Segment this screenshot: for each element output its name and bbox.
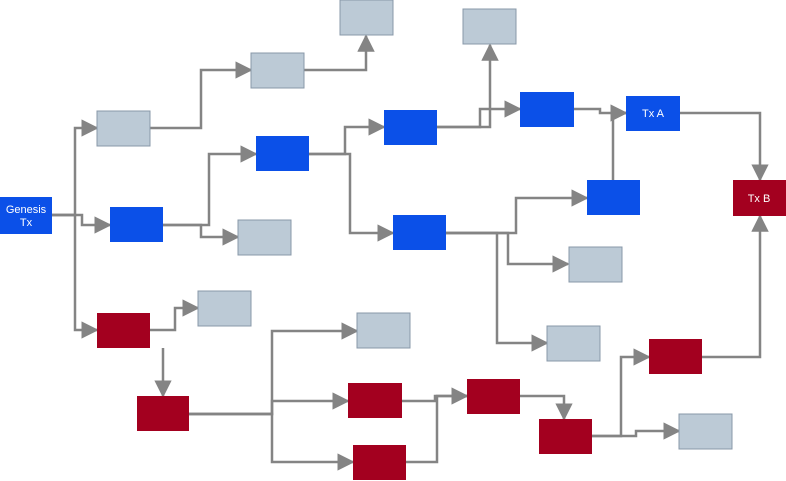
edge [702,214,769,359]
edge [163,223,240,246]
gray-node [197,290,252,327]
tx-a-node [626,96,680,131]
edge [592,422,681,440]
blue-node [384,110,437,145]
edge [309,118,386,156]
edge [52,213,112,234]
edge [446,231,570,273]
genesis-label-line-2: Tx [20,217,33,229]
gray-node [250,52,305,89]
gray-node [568,246,623,283]
red-node [137,396,189,431]
red-node [649,339,702,374]
blue-node [587,180,640,215]
gray-nodes [96,0,733,450]
blue-node [520,92,574,127]
edge [437,43,499,129]
blue-nodes [0,92,680,250]
edge [309,152,395,242]
genesis-label-line-1: Genesis [6,204,47,216]
edge [611,111,626,180]
gray-node [237,219,292,256]
edges [52,34,769,471]
edge [52,213,99,339]
red-node [467,379,520,414]
edge [680,111,769,182]
edge [150,299,200,332]
gray-node [356,312,411,349]
edge [189,412,355,471]
blue-node [110,207,163,242]
genesis-node [0,197,52,234]
tx-a-label: Tx A [642,108,665,120]
edge [150,61,253,130]
gray-node [546,325,601,362]
gray-node [339,0,394,36]
edge [437,100,522,129]
edge [520,394,573,421]
edge [52,119,99,217]
edge [163,145,258,227]
gray-node [462,8,517,45]
edge [446,189,589,235]
gray-node [678,413,733,450]
tx-b-label: Tx B [748,193,771,205]
edge [446,231,549,352]
blue-node [256,136,309,171]
edge [592,348,651,438]
blue-node [393,215,446,250]
edge [406,394,467,464]
tx-b-node [733,180,786,216]
red-node [97,313,150,348]
red-node [353,445,406,480]
red-nodes [97,180,786,480]
gray-node [96,110,151,147]
edge [304,34,375,72]
red-node [539,419,592,454]
edge [189,392,350,416]
red-node [348,383,402,418]
